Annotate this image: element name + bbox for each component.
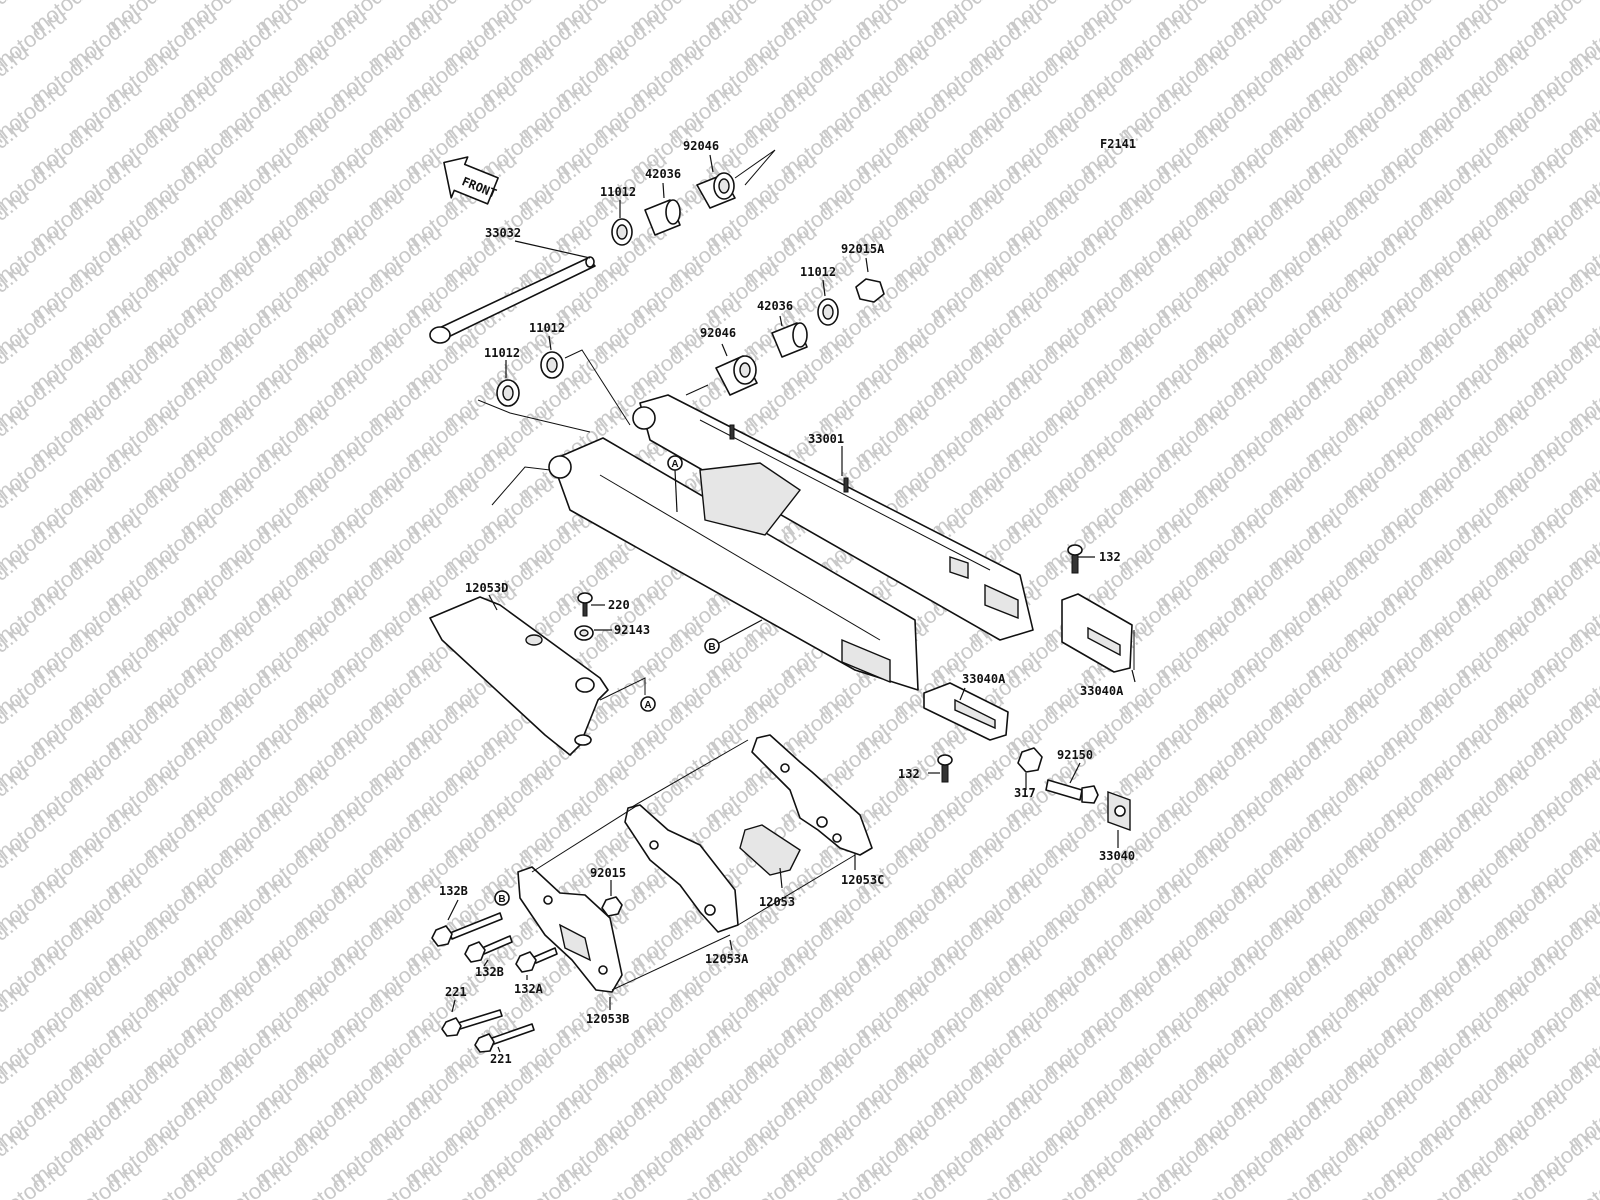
reference-marker-a-lower: A (640, 696, 656, 712)
svg-text:A: A (644, 700, 651, 711)
part-label-92046-mid: 92046 (700, 326, 736, 340)
left-seal-set (477, 349, 631, 506)
part-label-221-bottom: 221 (490, 1052, 512, 1066)
upper-bushing-set (611, 149, 776, 246)
reference-marker-b-upper: B (704, 619, 763, 654)
lower-bushing-set (685, 278, 885, 396)
watermark-text: motod.ru (0, 1155, 71, 1200)
part-label-92143: 92143 (614, 623, 650, 637)
part-label-132-mid: 132 (898, 767, 920, 781)
part-label-92015: 92015 (590, 866, 626, 880)
lower-bolts (431, 912, 558, 1053)
part-label-220: 220 (608, 598, 630, 612)
part-label-132A: 132A (514, 982, 544, 996)
part-label-12053: 12053 (759, 895, 795, 909)
part-label-132B-bottom: 132B (475, 965, 504, 979)
part-label-11012-right: 11012 (800, 265, 836, 279)
part-label-92015A: 92015A (841, 242, 885, 256)
part-label-317: 317 (1014, 786, 1036, 800)
part-labels: 92046 42036 11012 33032 92015A 11012 420… (439, 139, 1135, 1066)
part-label-11012-mid: 11012 (529, 321, 565, 335)
part-label-33040: 33040 (1099, 849, 1135, 863)
swingarm (548, 394, 1034, 691)
part-label-12053D: 12053D (465, 581, 508, 595)
part-label-12053C: 12053C (841, 873, 884, 887)
chain-adjuster-right (1061, 544, 1135, 673)
part-label-33040A-mid: 33040A (962, 672, 1006, 686)
part-label-132B-top: 132B (439, 884, 468, 898)
chain-guide-assembly (517, 734, 873, 993)
part-label-92150: 92150 (1057, 748, 1093, 762)
reference-marker-a-upper: A (667, 455, 683, 513)
reference-marker-b-lower: B (494, 890, 510, 906)
part-label-12053B: 12053B (586, 1012, 629, 1026)
svg-text:B: B (498, 894, 505, 905)
part-label-11012-top: 11012 (600, 185, 636, 199)
front-arrow-icon: FRONT (443, 156, 499, 205)
adjuster-hardware (1017, 747, 1131, 831)
part-label-92046-top: 92046 (683, 139, 719, 153)
pivot-shaft (429, 256, 596, 344)
part-label-33032: 33032 (485, 226, 521, 240)
figure-code: F2141 (1100, 137, 1136, 151)
part-label-42036-mid: 42036 (757, 299, 793, 313)
part-label-221-top: 221 (445, 985, 467, 999)
leader-lines (447, 154, 1136, 1053)
part-label-42036-top: 42036 (645, 167, 681, 181)
part-label-11012-left: 11012 (484, 346, 520, 360)
part-label-132-right: 132 (1099, 550, 1121, 564)
part-label-12053A: 12053A (705, 952, 749, 966)
svg-text:A: A (671, 459, 678, 470)
part-label-33040A-right: 33040A (1080, 684, 1124, 698)
guide-fasteners (574, 592, 594, 641)
chain-adjuster-middle (923, 682, 1009, 783)
svg-text:B: B (708, 642, 715, 653)
part-label-33001: 33001 (808, 432, 844, 446)
